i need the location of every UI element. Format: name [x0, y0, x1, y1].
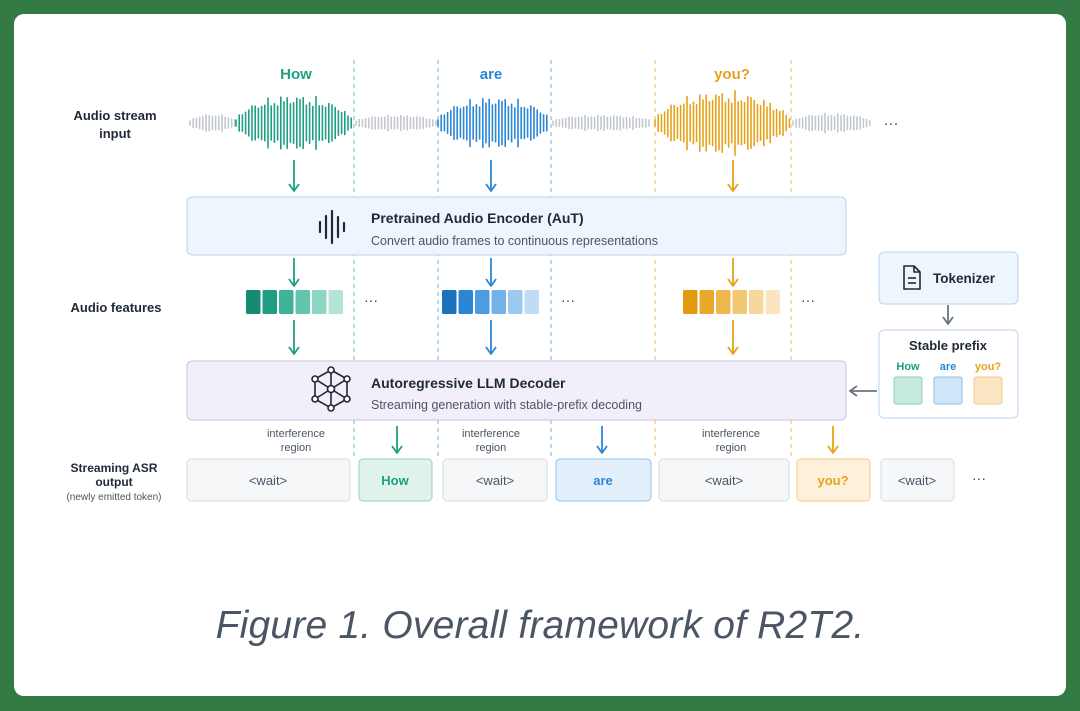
feature-block-green-1 [246, 290, 261, 314]
arrow-encoder-to-features-1-head [288, 278, 300, 287]
interference-label-2-line1: interference [462, 428, 520, 440]
output-wait-4-label: <wait> [898, 473, 936, 488]
output-are-label: are [593, 473, 613, 488]
arrow-wave-to-encoder-1-head [288, 183, 300, 192]
output-you [796, 458, 871, 502]
arrow-features-to-decoder-1-head [288, 346, 300, 355]
asr-output-label-line1: Streaming ASR [71, 461, 158, 475]
flow-arrows [288, 160, 954, 454]
arrow-features-to-decoder-2-head [485, 346, 497, 355]
asr-output-label-line2: output [95, 475, 132, 489]
audio-waveform [189, 90, 871, 156]
feature-block-orange-3 [716, 290, 731, 314]
stable-prefix-block-are [933, 376, 963, 405]
feature-block-blue-1 [442, 290, 457, 314]
stable-prefix-block-you [973, 376, 1003, 405]
arrow-decoder-to-are-head [596, 445, 608, 454]
arrow-features-to-decoder-3-head [727, 346, 739, 355]
arrow-wave-to-encoder-3-head [727, 183, 739, 192]
arrow-tokenizer-to-prefix-head [942, 316, 954, 325]
word-are: are [480, 66, 503, 83]
stable-prefix-token-how: How [896, 361, 920, 373]
tokenizer-box [878, 251, 1019, 305]
encoder-title: Pretrained Audio Encoder (AuT) [371, 210, 584, 226]
outputs-ellipsis: ··· [972, 470, 986, 486]
interference-label-1-line1: interference [267, 428, 325, 440]
feature-block-orange-5 [749, 290, 764, 314]
feature-block-orange-6 [765, 290, 780, 314]
decoder-subtitle: Streaming generation with stable-prefix … [371, 398, 642, 412]
feature-block-blue-4 [491, 290, 506, 314]
output-wait-1-label: <wait> [249, 473, 287, 488]
feature-block-blue-3 [475, 290, 490, 314]
features-ellipsis-3: ··· [801, 292, 815, 308]
interference-label-2-line2: region [476, 442, 507, 454]
features-ellipsis-1: ··· [364, 292, 378, 308]
feature-block-green-3 [279, 290, 294, 314]
stable-prefix-title: Stable prefix [909, 338, 988, 353]
arrow-wave-to-encoder-2-head [485, 183, 497, 192]
interference-label-1-line2: region [281, 442, 312, 454]
output-wait-2-label: <wait> [476, 473, 514, 488]
word-you: you? [714, 66, 750, 83]
feature-block-blue-6 [524, 290, 539, 314]
audio-features-label: Audio features [70, 300, 161, 315]
output-are [555, 458, 652, 502]
arrow-decoder-to-you-head [827, 445, 839, 454]
encoder-subtitle: Convert audio frames to continuous repre… [371, 234, 658, 248]
word-how: How [280, 66, 312, 83]
arrow-prefix-to-decoder-head [848, 385, 858, 397]
audio-stream-label-line2: input [99, 126, 131, 141]
output-wait-4 [880, 458, 955, 502]
arrow-encoder-to-features-2-head [485, 278, 497, 287]
audio-feature-blocks [246, 290, 780, 314]
asr-output-label-line3: (newly emitted token) [66, 492, 161, 503]
feature-block-orange-2 [699, 290, 714, 314]
decoder-box [186, 360, 847, 421]
output-wait-1 [186, 458, 351, 502]
figure-caption: Figure 1. Overall framework of R2T2. [215, 604, 865, 647]
feature-block-blue-5 [508, 290, 523, 314]
feature-block-green-5 [312, 290, 327, 314]
output-how [358, 458, 433, 502]
audio-wave-icon [318, 209, 346, 245]
stable-prefix-token-you: you? [975, 361, 1002, 373]
output-wait-3-label: <wait> [705, 473, 743, 488]
arrow-decoder-to-how-head [391, 445, 403, 454]
neural-network-icon [311, 366, 351, 412]
interference-label-3-line2: region [716, 442, 747, 454]
feature-block-green-6 [328, 290, 343, 314]
feature-block-orange-1 [683, 290, 698, 314]
feature-block-green-4 [295, 290, 310, 314]
feature-block-green-2 [262, 290, 277, 314]
arrow-encoder-to-features-3-head [727, 278, 739, 287]
audio-stream-label-line1: Audio stream [73, 108, 156, 123]
decoder-title: Autoregressive LLM Decoder [371, 375, 566, 391]
feature-block-blue-2 [458, 290, 473, 314]
stable-prefix-token-are: are [940, 361, 957, 373]
output-you-label: you? [817, 473, 848, 488]
output-how-label: How [381, 473, 409, 488]
document-icon [903, 265, 921, 290]
features-ellipsis-2: ··· [561, 292, 575, 308]
interference-label-3-line1: interference [702, 428, 760, 440]
encoder-box [186, 196, 847, 256]
feature-block-orange-4 [732, 290, 747, 314]
wave-ellipsis: ··· [884, 115, 899, 132]
output-wait-2 [442, 458, 548, 502]
tokenizer-label: Tokenizer [933, 271, 996, 286]
output-wait-3 [658, 458, 790, 502]
stable-prefix-block-how [893, 376, 923, 405]
